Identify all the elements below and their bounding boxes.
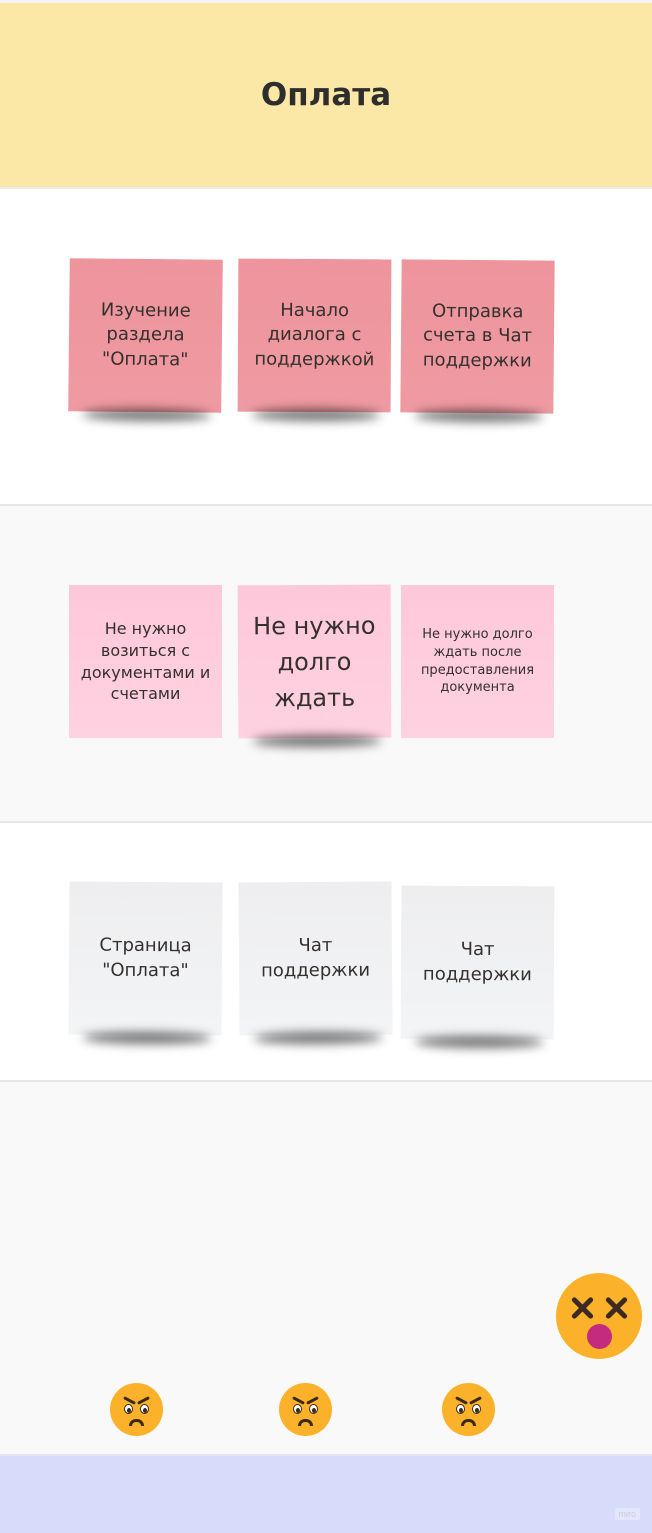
footer-band — [0, 1454, 652, 1533]
sticky-note-text: Не нужно долго ждать после предоставлени… — [420, 627, 535, 696]
sticky-note-text: Не нужно возиться с документами и счетам… — [80, 619, 211, 704]
angry-face-icon[interactable] — [442, 1383, 495, 1436]
sticky-note-expectation-1[interactable]: Не нужно возиться с документами и счетам… — [69, 585, 222, 738]
miro-watermark: miro — [614, 1508, 640, 1520]
angry-face-icon[interactable] — [110, 1383, 163, 1436]
sticky-note-expectation-3[interactable]: Не нужно долго ждать после предоставлени… — [401, 585, 554, 738]
sticky-note-touchpoint-3[interactable]: Чат поддержки — [400, 885, 555, 1040]
sticky-note-touchpoint-1[interactable]: Страница "Оплата" — [68, 881, 223, 1036]
sticky-note-text: Начало диалога с поддержкой — [254, 299, 375, 370]
sticky-note-text: Отправка счета в Чат поддержки — [422, 300, 533, 372]
header-band — [0, 0, 652, 187]
page-title: Оплата — [260, 77, 392, 113]
sticky-note-expectation-2[interactable]: Не нужно долго ждать — [237, 584, 392, 739]
sticky-note-touchpoint-2[interactable]: Чат поддержки — [238, 881, 393, 1036]
sticky-note-action-1[interactable]: Изучение раздела "Оплата" — [68, 258, 223, 413]
sticky-note-action-3[interactable]: Отправка счета в Чат поддержки — [400, 259, 555, 414]
sticky-note-action-2[interactable]: Начало диалога с поддержкой — [237, 258, 392, 413]
sticky-note-text: Изучение раздела "Оплата" — [100, 299, 191, 371]
row-emotions — [0, 1080, 652, 1454]
sticky-note-text: Не нужно долго ждать — [253, 611, 376, 712]
sticky-note-text: Страница "Оплата" — [99, 934, 192, 981]
angry-face-icon[interactable] — [279, 1383, 332, 1436]
sticky-note-text: Чат поддержки — [261, 935, 371, 981]
dizzy-face-icon[interactable] — [556, 1273, 642, 1359]
sticky-note-text: Чат поддержки — [422, 939, 532, 985]
